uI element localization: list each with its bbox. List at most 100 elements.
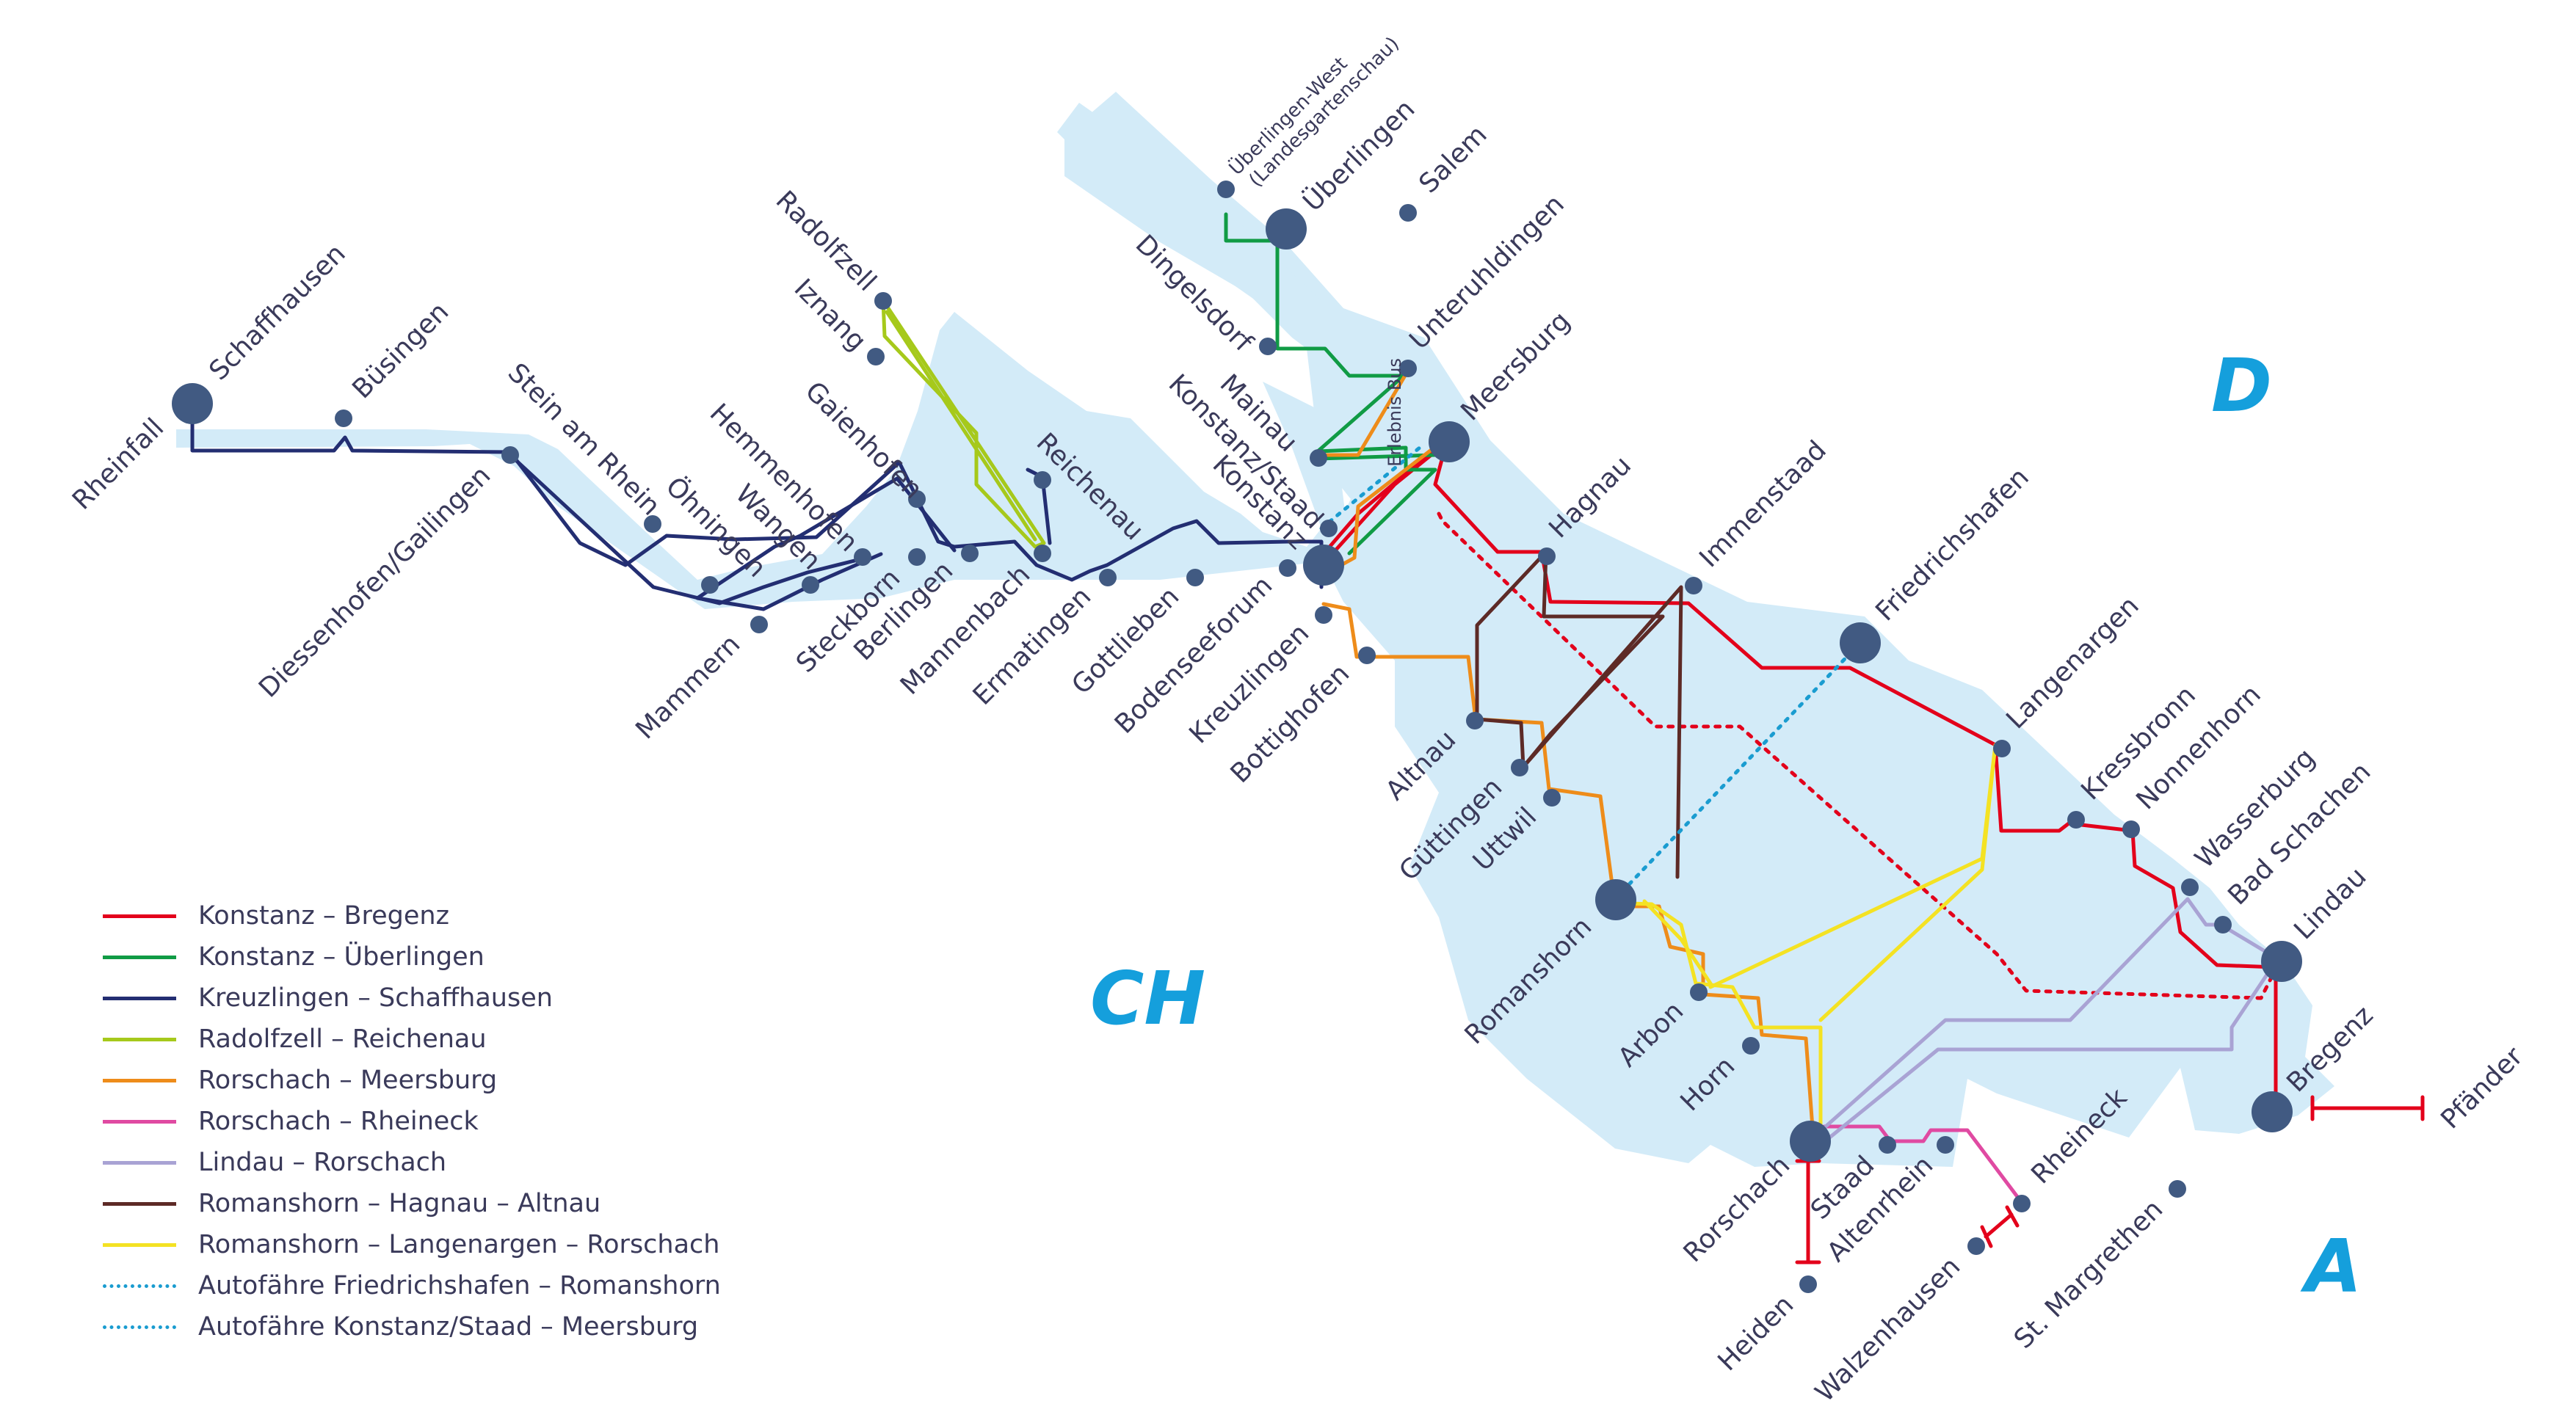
legend-label: Konstanz – Überlingen bbox=[198, 942, 485, 972]
stop-radolfzell[interactable] bbox=[874, 292, 892, 310]
stop-st-margrethen[interactable] bbox=[2169, 1180, 2186, 1198]
stop-kressbronn[interactable] bbox=[2067, 811, 2085, 829]
legend-swatch bbox=[103, 1325, 176, 1329]
lake-area bbox=[176, 92, 2334, 1167]
stop-unteruhldingen[interactable] bbox=[1399, 360, 1417, 377]
stop-gaienhofen[interactable] bbox=[908, 490, 926, 508]
stop-walzenhausen[interactable] bbox=[1967, 1237, 1985, 1255]
untersee-shape bbox=[176, 312, 1351, 609]
stop-hagnau[interactable] bbox=[1538, 547, 1556, 565]
stop-diessenhofen[interactable] bbox=[501, 446, 519, 464]
stop-wangen[interactable] bbox=[802, 576, 819, 594]
route-konstanz-ueberlingen[interactable] bbox=[1224, 212, 1437, 556]
stop-staad[interactable] bbox=[1879, 1136, 1896, 1154]
stop-bodenseeforum[interactable] bbox=[1279, 559, 1296, 577]
stop-gottlieben[interactable] bbox=[1186, 569, 1204, 586]
legend-item: Kreuzlingen – Schaffhausen bbox=[103, 978, 721, 1019]
label-wasserburg: Wasserburg bbox=[2189, 743, 2321, 874]
stop-oehningen[interactable] bbox=[701, 576, 719, 594]
legend-label: Lindau – Rorschach bbox=[198, 1148, 447, 1177]
stop-rheinfall-schaffhausen[interactable] bbox=[172, 383, 213, 424]
stop-romanshorn[interactable] bbox=[1595, 879, 1636, 920]
legend-item: Romanshorn – Hagnau – Altnau bbox=[103, 1183, 721, 1224]
legend-label: Rorschach – Meersburg bbox=[198, 1066, 498, 1095]
legend-swatch bbox=[103, 1119, 176, 1124]
label-stmargrethen: St. Margrethen bbox=[2009, 1194, 2169, 1355]
country-label-austria: A bbox=[2300, 1223, 2362, 1309]
stop-reichenau[interactable] bbox=[1034, 471, 1051, 489]
stop-altnau[interactable] bbox=[1466, 712, 1484, 729]
stop-bottighofen[interactable] bbox=[1358, 647, 1376, 664]
stop-mannenbach[interactable] bbox=[1034, 545, 1051, 562]
stop-rheineck[interactable] bbox=[2013, 1195, 2031, 1212]
legend-label: Kreuzlingen – Schaffhausen bbox=[198, 983, 553, 1013]
stop-horn[interactable] bbox=[1742, 1037, 1760, 1055]
stop-ermatingen[interactable] bbox=[1099, 569, 1117, 586]
stop-langenargen[interactable] bbox=[1993, 740, 2011, 757]
label-rorschach: Rorschach bbox=[1678, 1150, 1796, 1268]
stop-bad-schachen[interactable] bbox=[2214, 916, 2232, 933]
stop-buesingen[interactable] bbox=[335, 410, 352, 427]
stop-nonnenhorn[interactable] bbox=[2122, 820, 2140, 838]
legend-item: Romanshorn – Langenargen – Rorschach bbox=[103, 1224, 721, 1265]
label-lindau: Lindau bbox=[2288, 862, 2372, 945]
label-radolfzell: Radolfzell bbox=[770, 185, 882, 297]
stop-ueberlingen-west[interactable] bbox=[1217, 181, 1235, 198]
label-meersburg: Meersburg bbox=[1455, 306, 1575, 426]
legend-swatch bbox=[103, 1037, 176, 1041]
legend-swatch bbox=[103, 1284, 176, 1288]
legend-swatch bbox=[103, 1201, 176, 1206]
stop-stein-am-rhein[interactable] bbox=[644, 515, 661, 533]
legend-label: Autofähre Konstanz/Staad – Meersburg bbox=[198, 1312, 699, 1342]
stop-konstanz-staad[interactable] bbox=[1320, 520, 1338, 537]
stop-meersburg[interactable] bbox=[1429, 421, 1470, 462]
stop-altenrhein[interactable] bbox=[1937, 1136, 1954, 1154]
label-heiden: Heiden bbox=[1713, 1289, 1800, 1377]
label-salem: Salem bbox=[1413, 120, 1492, 199]
route-faehre-friedrichshafen-romanshorn[interactable] bbox=[1613, 644, 1860, 901]
legend-label: Konstanz – Bregenz bbox=[198, 901, 449, 931]
label-walzenhausen: Walzenhausen bbox=[1810, 1251, 1966, 1408]
stop-ueberlingen[interactable] bbox=[1266, 208, 1307, 250]
legend-swatch bbox=[103, 955, 176, 959]
stop-kreuzlingen[interactable] bbox=[1315, 606, 1332, 624]
route-lines bbox=[190, 212, 2425, 1264]
stop-steckborn[interactable] bbox=[908, 548, 926, 566]
stop-hemmenhofen[interactable] bbox=[854, 548, 871, 566]
route-rorschach-rheineck[interactable] bbox=[1811, 1124, 2025, 1206]
label-immenstaad: Immenstaad bbox=[1694, 435, 1832, 573]
stop-iznang[interactable] bbox=[867, 348, 885, 365]
legend-label: Romanshorn – Hagnau – Altnau bbox=[198, 1189, 601, 1218]
stop-berlingen[interactable] bbox=[961, 545, 979, 562]
stops bbox=[172, 181, 2302, 1293]
stop-konstanz[interactable] bbox=[1303, 545, 1344, 586]
stop-dingelsdorf[interactable] bbox=[1259, 338, 1277, 355]
legend-label: Romanshorn – Langenargen – Rorschach bbox=[198, 1230, 720, 1259]
legend-item: Konstanz – Bregenz bbox=[103, 895, 721, 936]
legend-swatch bbox=[103, 914, 176, 918]
country-label-switzerland: CH bbox=[1090, 956, 1205, 1041]
stop-rorschach[interactable] bbox=[1790, 1121, 1831, 1162]
stop-salem[interactable] bbox=[1399, 204, 1417, 222]
route-radolfzell-reichenau[interactable] bbox=[881, 299, 1046, 549]
stop-bregenz[interactable] bbox=[2252, 1091, 2293, 1132]
label-pfaender: Pfänder bbox=[2435, 1041, 2528, 1135]
stop-mainau[interactable] bbox=[1310, 449, 1327, 467]
stop-mammern[interactable] bbox=[750, 616, 768, 633]
route-romanshorn-hagnau-altnau[interactable] bbox=[1475, 550, 1683, 879]
label-bodenseeforum: Bodenseeforum bbox=[1109, 570, 1279, 740]
stop-heiden[interactable] bbox=[1799, 1275, 1817, 1293]
label-rheinfall: Rheinfall bbox=[67, 412, 170, 515]
obersee-shape bbox=[1064, 92, 2334, 1167]
legend-swatch bbox=[103, 1160, 176, 1165]
stop-guettingen[interactable] bbox=[1511, 759, 1528, 776]
stop-wasserburg[interactable] bbox=[2181, 878, 2199, 896]
stop-lindau[interactable] bbox=[2261, 941, 2302, 982]
legend-item: Lindau – Rorschach bbox=[103, 1142, 721, 1183]
stop-uttwil[interactable] bbox=[1543, 789, 1561, 807]
route-faehre-staad-meersburg[interactable] bbox=[1319, 442, 1426, 531]
stop-arbon[interactable] bbox=[1690, 983, 1708, 1001]
stop-friedrichshafen[interactable] bbox=[1840, 622, 1881, 663]
stop-immenstaad[interactable] bbox=[1685, 577, 1702, 594]
